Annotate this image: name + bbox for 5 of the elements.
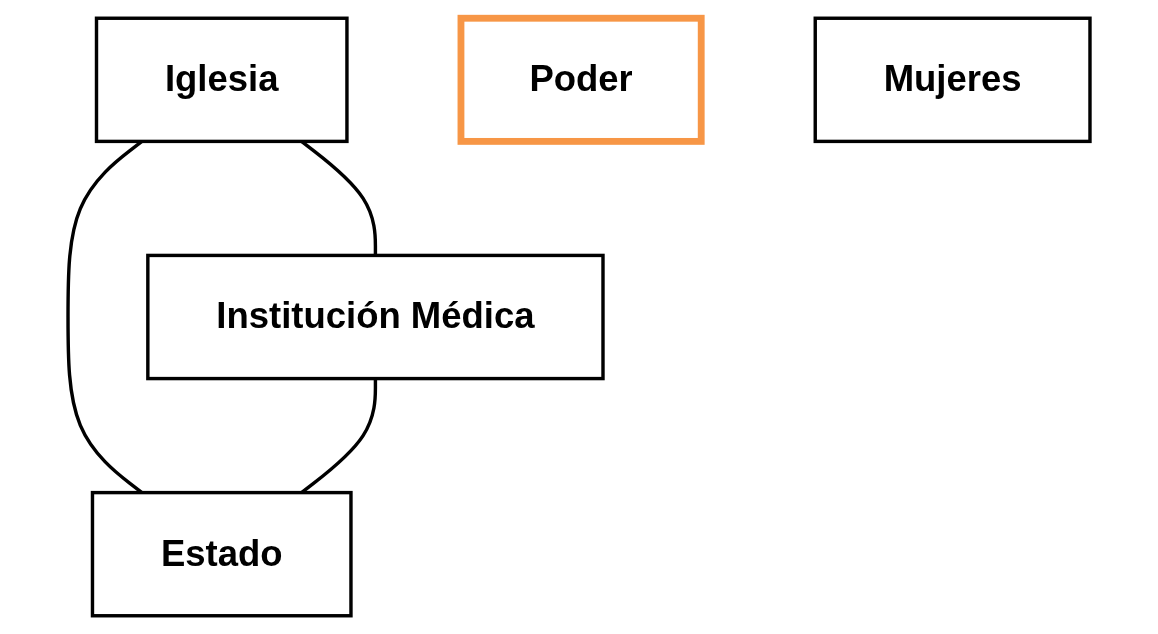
node-box: Estado (90, 490, 353, 618)
node-box: Iglesia (94, 16, 349, 144)
node-box: Poder (457, 14, 705, 145)
node-box: Institución Médica (146, 253, 605, 381)
node-box: Mujeres (813, 16, 1092, 144)
